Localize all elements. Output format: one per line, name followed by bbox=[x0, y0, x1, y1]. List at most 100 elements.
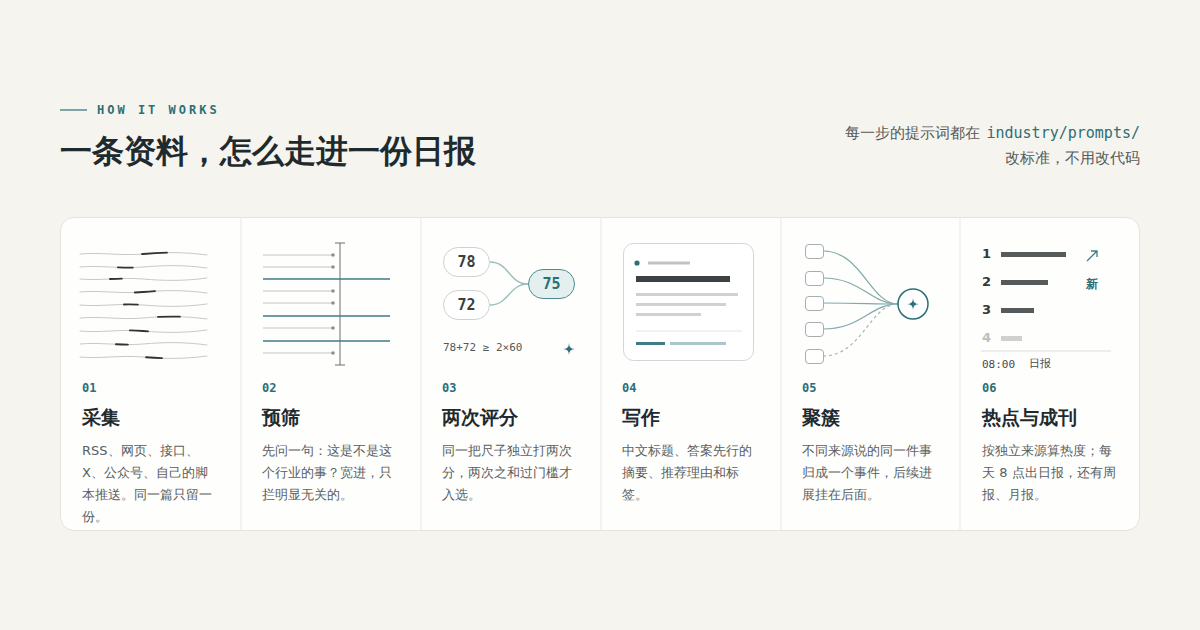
rank-bar bbox=[1001, 252, 1066, 257]
stop-dot bbox=[331, 253, 335, 257]
cluster-line bbox=[823, 278, 898, 304]
time-text: 08:00 bbox=[982, 358, 1015, 372]
filter-tick bbox=[335, 243, 345, 244]
stop-dot bbox=[331, 351, 335, 355]
column-divider bbox=[421, 218, 422, 530]
score-text: 78 bbox=[457, 253, 475, 271]
step-description: 不同来源说的同一件事归成一个事件，后续进展挂在后面。 bbox=[802, 440, 940, 506]
score-pill: 75 bbox=[528, 269, 575, 299]
step-column: 06 热点与成刊按独立来源算热度；每天 8 点出日报，还有周报、月报。 bbox=[960, 217, 1140, 531]
new-badge: 新 bbox=[1086, 276, 1098, 292]
step-column: 03 两次评分同一把尺子独立打两次分，两次之和过门槛才入选。 78 72 75 bbox=[420, 217, 600, 531]
column-divider bbox=[960, 218, 961, 530]
step-description: 中文标题、答案先行的摘要、推荐理由和标签。 bbox=[622, 440, 760, 506]
passed-line bbox=[263, 340, 390, 342]
wave-highlight bbox=[80, 266, 207, 268]
step-description: 先问一句：这是不是这个行业的事？宽进，只拦明显无关的。 bbox=[262, 440, 400, 506]
score-pill: 78 bbox=[443, 247, 490, 277]
rank-bar bbox=[1001, 336, 1022, 341]
sparkle-symbol bbox=[907, 298, 919, 310]
wave-line bbox=[80, 304, 207, 306]
column-divider bbox=[241, 218, 242, 530]
wave-line bbox=[80, 291, 207, 293]
source-box bbox=[806, 350, 824, 364]
steps-card bbox=[60, 217, 1140, 531]
article-text bbox=[636, 293, 738, 296]
stop-dot bbox=[331, 265, 335, 269]
rank-baseline bbox=[981, 351, 1111, 352]
step-description: 按独立来源算热度；每天 8 点出日报，还有周报、月报。 bbox=[982, 440, 1120, 506]
step-column: 02预筛先问一句：这是不是这个行业的事？宽进，只拦明显无关的。 bbox=[240, 217, 420, 531]
article-tag bbox=[670, 342, 726, 345]
report-text: 日报 bbox=[1029, 357, 1051, 371]
rank-number: 4 bbox=[982, 330, 991, 346]
wave-highlight bbox=[80, 253, 207, 255]
section-kicker: HOW IT WORKS bbox=[97, 103, 220, 117]
rejected-line bbox=[263, 353, 332, 354]
article-text bbox=[636, 303, 726, 306]
article-rule bbox=[636, 331, 742, 332]
note-text: 改标准，不用改代码 bbox=[1005, 148, 1140, 168]
step-number: 04 bbox=[622, 380, 636, 396]
score-text: 75 bbox=[542, 275, 560, 293]
rejected-line bbox=[263, 267, 332, 268]
score-connector bbox=[490, 262, 528, 284]
cluster-line bbox=[823, 251, 898, 304]
wave-line bbox=[80, 317, 207, 319]
step-heading: 写作 bbox=[622, 405, 660, 429]
filter-tick bbox=[335, 365, 345, 366]
article-headline bbox=[636, 276, 730, 282]
wave-highlight bbox=[80, 278, 207, 280]
step-number: 05 bbox=[802, 380, 816, 396]
event-circle bbox=[898, 289, 928, 319]
wave-line bbox=[80, 266, 207, 268]
step-heading: 采集 bbox=[82, 405, 120, 429]
page-title: 一条资料，怎么走进一份日报 bbox=[60, 131, 476, 171]
source-box bbox=[806, 272, 824, 286]
stop-dot bbox=[331, 301, 335, 305]
rank-bar bbox=[1001, 308, 1034, 313]
step-heading: 热点与成刊 bbox=[982, 405, 1077, 429]
cluster-line-dashed bbox=[823, 304, 898, 356]
wave-line bbox=[80, 343, 207, 345]
score-pill: 72 bbox=[443, 290, 490, 320]
source-box bbox=[806, 323, 824, 337]
step-column: 05聚簇不同来源说的同一件事归成一个事件，后续进展挂在后面。 bbox=[780, 217, 960, 531]
rejected-line bbox=[263, 255, 332, 256]
source-box bbox=[806, 245, 824, 259]
step-description: 同一把尺子独立打两次分，两次之和过门槛才入选。 bbox=[442, 440, 580, 506]
rank-bar bbox=[1001, 280, 1048, 285]
step-description: RSS、网页、接口、X、公众号、自己的脚本推送。同一篇只留一份。 bbox=[82, 440, 220, 528]
rank-number: 2 bbox=[982, 274, 991, 290]
passed-line bbox=[263, 278, 390, 280]
step-number: 01 bbox=[82, 380, 96, 396]
sparkle-symbol bbox=[563, 343, 575, 355]
header-rule bbox=[60, 109, 87, 110]
wave-line bbox=[80, 356, 207, 358]
step-column: 01 采集 RSS、网页、接口、X、公众号、自己的脚本推送。同一篇只留一份。 bbox=[60, 217, 240, 531]
rejected-line bbox=[263, 328, 332, 329]
wave-highlight bbox=[80, 356, 207, 358]
article-dot bbox=[634, 260, 639, 265]
step-heading: 预筛 bbox=[262, 405, 300, 429]
rejected-line bbox=[263, 303, 332, 304]
stop-dot bbox=[331, 289, 335, 293]
wave-highlight bbox=[80, 304, 207, 306]
step-heading: 两次评分 bbox=[442, 405, 518, 429]
step-number: 03 bbox=[442, 380, 456, 396]
cluster-line bbox=[823, 303, 898, 304]
score-connector bbox=[490, 284, 528, 305]
step-number: 06 bbox=[982, 380, 996, 396]
cluster-line bbox=[823, 304, 898, 329]
wave-line bbox=[80, 330, 207, 332]
source-box bbox=[806, 297, 824, 311]
formula-text: 78+72 ≥ 2×60 bbox=[443, 341, 522, 355]
article-meta bbox=[648, 262, 690, 265]
filter-bar bbox=[340, 243, 341, 365]
column-divider bbox=[781, 218, 782, 530]
rejected-line bbox=[263, 291, 332, 292]
wave-line bbox=[80, 253, 207, 255]
article-text bbox=[636, 313, 701, 316]
